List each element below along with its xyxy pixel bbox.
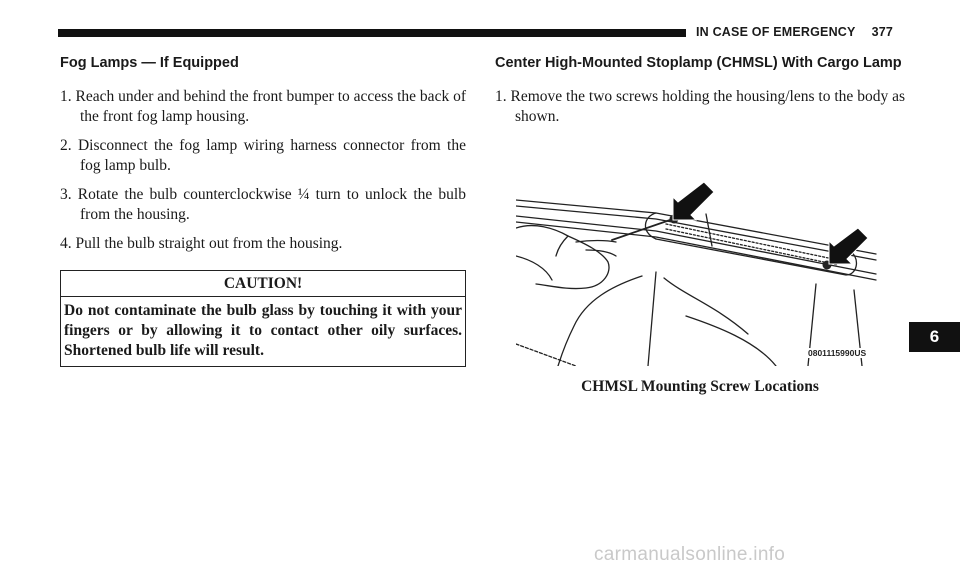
- fog-lamps-heading: Fog Lamps — If Equipped: [60, 55, 239, 71]
- header-title: IN CASE OF EMERGENCY: [696, 25, 856, 39]
- chmsl-heading: Center High-Mounted Stoplamp (CHMSL) Wit…: [495, 55, 902, 71]
- section-tab: 6: [909, 322, 960, 352]
- header-rule: [58, 29, 686, 37]
- step-item: 1. Reach under and behind the front bump…: [60, 88, 466, 125]
- step-item: 2. Disconnect the fog lamp wiring harnes…: [60, 137, 466, 174]
- running-header: IN CASE OF EMERGENCY 377: [696, 25, 893, 39]
- caution-text: Do not contaminate the bulb glass by tou…: [64, 302, 462, 359]
- figure-code: 0801115990US: [807, 348, 868, 358]
- right-column: Center High-Mounted Stoplamp (CHMSL) Wit…: [495, 54, 905, 127]
- step-item: 1. Remove the two screws holding the hou…: [495, 88, 905, 125]
- watermark: carmanualsonline.info: [594, 544, 786, 565]
- caution-title: CAUTION!: [61, 271, 465, 297]
- fog-lamp-steps: 1. Reach under and behind the front bump…: [60, 87, 466, 254]
- chmsl-line-drawing: [516, 181, 877, 366]
- caution-box: CAUTION! Do not contaminate the bulb gla…: [60, 270, 466, 367]
- left-column: Fog Lamps — If Equipped 1. Reach under a…: [60, 54, 466, 367]
- page-number: 377: [871, 25, 894, 39]
- chmsl-illustration: 0801115990US: [516, 176, 878, 366]
- chmsl-steps: 1. Remove the two screws holding the hou…: [495, 87, 905, 127]
- step-item: 3. Rotate the bulb counterclockwise ¼ tu…: [60, 186, 466, 223]
- step-item: 4. Pull the bulb straight out from the h…: [60, 235, 343, 252]
- figure-caption: CHMSL Mounting Screw Locations: [581, 378, 819, 395]
